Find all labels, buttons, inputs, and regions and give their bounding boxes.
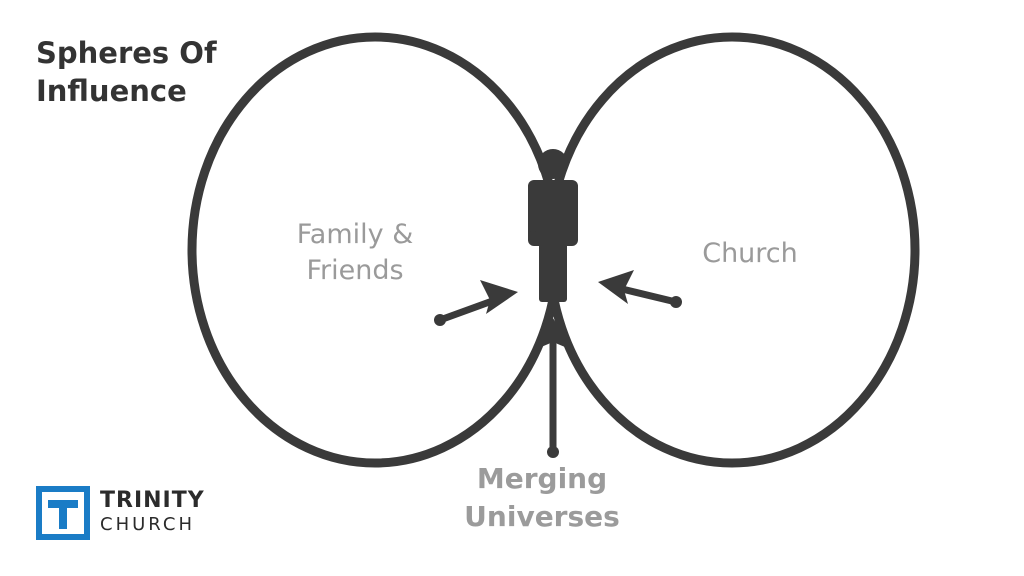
right-arrow-icon: [598, 270, 682, 308]
logo-line-1: TRINITY: [100, 488, 205, 513]
family-friends-label: Family & Friends: [270, 217, 440, 289]
merging-universes-caption: Merging Universes: [430, 460, 654, 536]
trinity-church-logo: TRINITY CHURCH: [36, 486, 236, 542]
left-arrow-icon: [434, 280, 518, 326]
family-label-line-2: Friends: [306, 255, 404, 286]
title-line-1: Spheres Of: [36, 36, 217, 70]
title-line-2: Influence: [36, 74, 187, 108]
person-icon: [528, 149, 578, 302]
logo-line-2: CHURCH: [100, 514, 195, 535]
family-label-line-1: Family &: [296, 219, 414, 250]
caption-line-2: Universes: [464, 500, 620, 533]
logo-text: TRINITY CHURCH: [100, 488, 205, 536]
trinity-logo-mark-icon: [36, 486, 90, 540]
page-title: Spheres Of Influence: [36, 34, 296, 110]
church-label-text: Church: [702, 238, 798, 269]
church-label: Church: [670, 236, 830, 272]
caption-line-1: Merging: [476, 462, 608, 495]
bottom-arrow-icon: [534, 318, 572, 458]
